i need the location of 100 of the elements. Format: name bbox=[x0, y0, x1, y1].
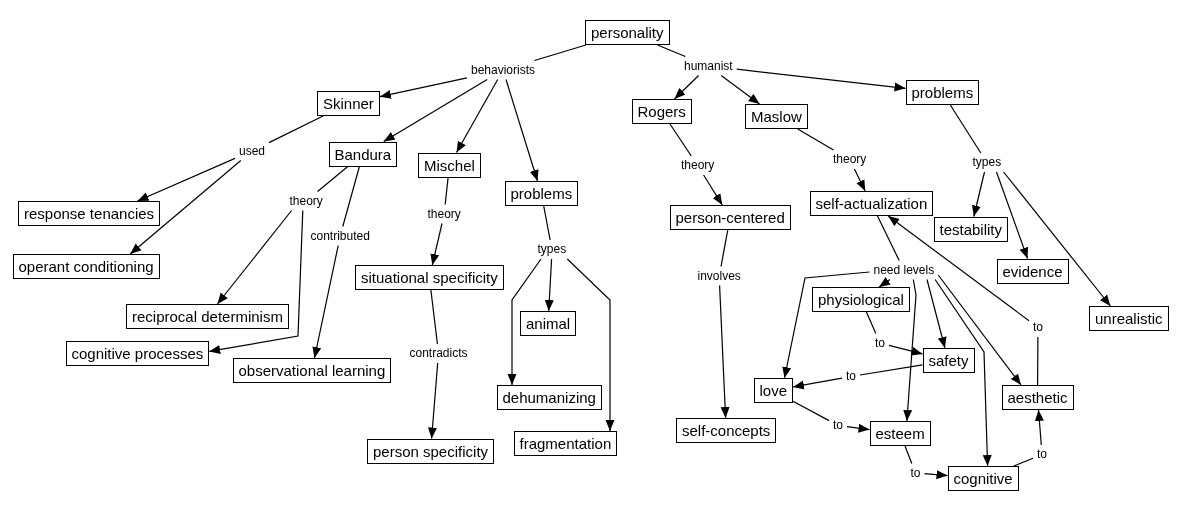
connector-line bbox=[1013, 457, 1034, 467]
connector-line bbox=[876, 215, 900, 262]
concept-box: person specificity bbox=[367, 438, 495, 464]
arrow bbox=[720, 74, 761, 105]
arrow bbox=[846, 423, 871, 433]
arrow bbox=[428, 362, 439, 440]
connector-line bbox=[859, 364, 924, 376]
arrow bbox=[926, 278, 947, 349]
arrow bbox=[383, 78, 488, 143]
connector-line bbox=[543, 205, 551, 241]
connector-line bbox=[904, 445, 913, 465]
concept-box: situational specificity bbox=[355, 265, 504, 290]
arrow bbox=[719, 284, 730, 419]
concept-box: Skinner bbox=[317, 91, 380, 116]
linking-phrase: to bbox=[829, 416, 847, 435]
concept-box: Mischel bbox=[418, 152, 481, 178]
concept-box: dehumanizing bbox=[496, 385, 602, 410]
arrow bbox=[792, 377, 843, 390]
concept-box: self-concepts bbox=[676, 418, 777, 443]
connector-line bbox=[865, 311, 877, 335]
arrow bbox=[312, 244, 339, 359]
concept-box: self-actualization bbox=[809, 191, 934, 216]
arrow bbox=[937, 274, 1022, 386]
concept-box: love bbox=[753, 378, 794, 403]
connector-line bbox=[949, 104, 982, 154]
linking-phrase: involves bbox=[693, 266, 745, 286]
linking-phrase: to bbox=[1029, 318, 1047, 337]
linking-phrase: humanist bbox=[680, 56, 737, 76]
concept-box: evidence bbox=[996, 258, 1069, 284]
concept-box: problems bbox=[905, 80, 980, 105]
arrow bbox=[507, 258, 542, 386]
concept-box: Bandura bbox=[328, 141, 398, 167]
arrow bbox=[887, 215, 1030, 322]
linking-phrase: theory bbox=[677, 156, 719, 175]
concept-box: Rogers bbox=[631, 99, 692, 124]
concept-box: fragmentation bbox=[513, 431, 618, 456]
concept-box: aesthetic bbox=[1001, 385, 1074, 410]
linking-phrase: to bbox=[906, 463, 925, 483]
arrow bbox=[934, 278, 992, 467]
linking-phrase: to bbox=[871, 333, 889, 353]
concept-box: esteem bbox=[869, 421, 931, 446]
arrow bbox=[888, 344, 924, 356]
arrow bbox=[208, 209, 304, 354]
arrow bbox=[703, 174, 723, 206]
connector-line bbox=[533, 44, 587, 62]
linking-phrase: types bbox=[533, 240, 571, 259]
arrow bbox=[136, 157, 236, 202]
linking-phrase: need levels bbox=[869, 260, 939, 280]
linking-phrase: contradicts bbox=[405, 344, 472, 363]
linking-phrase: behaviorists bbox=[467, 60, 540, 80]
connector-line bbox=[317, 165, 349, 193]
arrow bbox=[566, 258, 615, 432]
concept-box: personality bbox=[585, 20, 670, 45]
concept-box: reciprocal determinism bbox=[126, 304, 289, 329]
concept-box: cognitive bbox=[947, 466, 1019, 491]
linking-phrase: contributed bbox=[306, 226, 374, 246]
linking-phrase: theory bbox=[423, 204, 465, 224]
connector-line bbox=[656, 44, 686, 58]
arrow bbox=[736, 68, 907, 92]
concept-box: cognitive processes bbox=[65, 341, 210, 366]
connector-line bbox=[1037, 336, 1039, 386]
concept-box: safety bbox=[922, 348, 975, 373]
concept-box: testability bbox=[933, 216, 1009, 242]
linking-phrase: theory bbox=[285, 191, 327, 211]
connector-line bbox=[342, 165, 360, 228]
linking-phrase: theory bbox=[829, 150, 871, 169]
connector-line bbox=[797, 128, 835, 151]
connector-line bbox=[720, 229, 729, 268]
linking-phrase: used bbox=[235, 141, 270, 161]
arrow bbox=[129, 159, 242, 255]
arrow bbox=[216, 209, 293, 305]
concept-box: physiological bbox=[812, 287, 910, 312]
concept-box: person-centered bbox=[669, 205, 791, 230]
arrow bbox=[1003, 171, 1111, 307]
linking-phrase: to bbox=[842, 367, 860, 386]
connector-line bbox=[792, 400, 830, 422]
arrow bbox=[878, 277, 891, 288]
arrow bbox=[379, 77, 468, 99]
arrow bbox=[544, 258, 554, 312]
connector-line bbox=[444, 176, 449, 206]
arrow bbox=[853, 168, 866, 192]
arrow bbox=[430, 222, 443, 266]
arrow bbox=[972, 171, 986, 218]
arrow bbox=[923, 470, 949, 480]
concept-box: operant conditioning bbox=[12, 254, 160, 279]
arrow bbox=[995, 171, 1029, 260]
concept-box: observational learning bbox=[232, 358, 392, 383]
concept-box: response tenancies bbox=[18, 201, 161, 226]
arrow bbox=[455, 78, 499, 154]
connector-line bbox=[430, 289, 438, 345]
arrow bbox=[1034, 409, 1044, 446]
arrow bbox=[505, 78, 539, 182]
linking-phrase: to bbox=[1033, 445, 1051, 464]
concept-box: animal bbox=[520, 311, 577, 336]
connector-line bbox=[268, 115, 324, 144]
linking-phrase: types bbox=[968, 153, 1006, 172]
arrow bbox=[903, 278, 917, 422]
arrow bbox=[673, 74, 700, 100]
concept-box: Maslow bbox=[745, 104, 808, 129]
concept-box: unrealistic bbox=[1089, 306, 1169, 331]
